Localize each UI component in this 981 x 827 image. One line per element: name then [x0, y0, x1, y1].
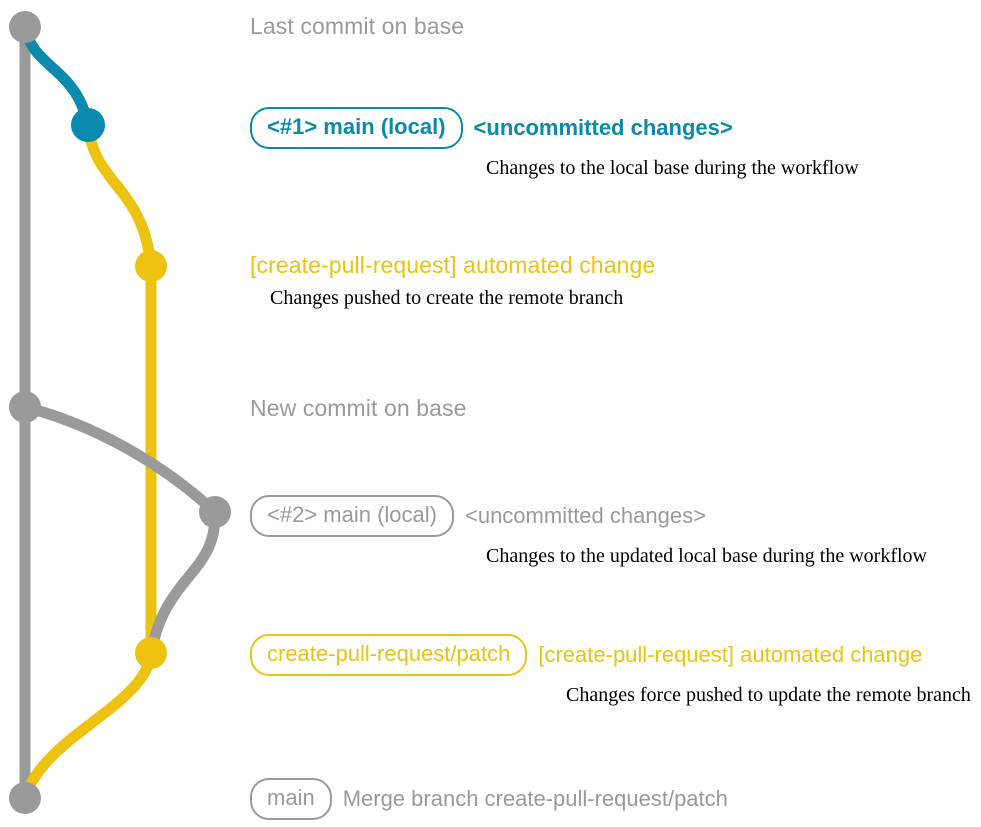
local-commit-2-node[interactable] [199, 496, 231, 528]
commit-graph [9, 11, 231, 814]
commit-row-headline: [create-pull-request] automated change [250, 251, 981, 279]
commit-row-local-commit-1: <#1> main (local) <uncommitted changes> Ch… [250, 107, 981, 180]
commit-subject-local-commit-2: <uncommitted changes> [464, 503, 706, 528]
commit-row-merge: main Merge branch create-pull-request/pat… [250, 778, 981, 820]
commit-subject-last-commit-on-base: Last commit on base [250, 13, 465, 39]
graph-nodes [9, 11, 231, 814]
edge-patch-update-to-merge [19, 647, 157, 804]
edge-base-new-to-local-2 [19, 401, 221, 518]
commit-row-patch-update: create-pull-request/patch [create-pull-re… [250, 634, 981, 707]
commit-subject-patch-create: [create-pull-request] automated change [250, 252, 656, 278]
commit-note-local-commit-1: Changes to the local base during the wor… [486, 157, 859, 179]
ref-pill-merge[interactable]: main [250, 778, 332, 820]
commit-row-last-commit-on-base: Last commit on base [250, 12, 981, 40]
commit-row-headline: create-pull-request/patch [create-pull-re… [250, 634, 981, 676]
edge-local-1-to-patch-create [82, 119, 157, 272]
edge-base-to-local-1 [19, 21, 94, 131]
commit-row-local-commit-2: <#2> main (local) <uncommitted changes> Ch… [250, 495, 981, 568]
new-commit-on-base-node[interactable] [9, 391, 41, 423]
commit-note-patch-create: Changes pushed to create the remote bran… [270, 287, 624, 309]
commit-subject-local-commit-1: <uncommitted changes> [473, 115, 733, 140]
commit-subject-new-commit-on-base: New commit on base [250, 395, 467, 421]
commit-note-local-commit-2: Changes to the updated local base during… [486, 545, 927, 567]
commit-row-headline: New commit on base [250, 394, 981, 422]
graph-edges [19, 21, 221, 804]
commit-note-patch-update: Changes force pushed to update the remot… [566, 684, 971, 706]
ref-pill-local-commit-1[interactable]: <#1> main (local) [250, 107, 463, 149]
commit-row-new-commit-on-base: New commit on base [250, 394, 981, 422]
patch-update-node[interactable] [135, 637, 167, 669]
patch-create-node[interactable] [135, 250, 167, 282]
commit-row-headline: Last commit on base [250, 12, 981, 40]
annotation-column: Last commit on base <#1> main (local) <unc… [250, 0, 981, 827]
commit-row-headline: <#2> main (local) <uncommitted changes> [250, 495, 981, 537]
commit-subject-patch-update: [create-pull-request] automated change [538, 642, 923, 667]
ref-pill-local-commit-2[interactable]: <#2> main (local) [250, 495, 454, 537]
merge-commit-node[interactable] [9, 782, 41, 814]
last-commit-on-base-node[interactable] [9, 11, 41, 43]
ref-pill-patch-update[interactable]: create-pull-request/patch [250, 634, 528, 676]
local-commit-1-node[interactable] [71, 108, 105, 142]
commit-row-headline: main Merge branch create-pull-request/pat… [250, 778, 981, 820]
commit-subject-merge: Merge branch create-pull-request/patch [342, 786, 728, 811]
commit-row-headline: <#1> main (local) <uncommitted changes> [250, 107, 981, 149]
edge-local-2-to-patch-update [145, 506, 221, 659]
